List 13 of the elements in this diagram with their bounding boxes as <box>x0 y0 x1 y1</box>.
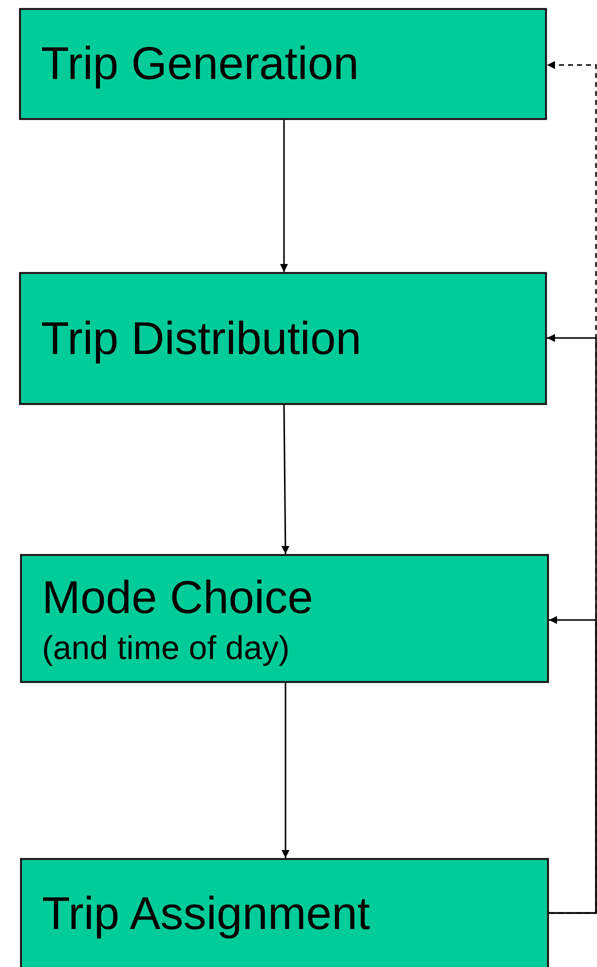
process-box <box>20 858 549 967</box>
step-subtitle: (and time of day) <box>42 628 291 668</box>
step-title: Trip Generation <box>41 36 360 92</box>
step-title: Trip Distribution <box>41 310 362 366</box>
arrow <box>281 405 290 554</box>
arrow <box>280 120 288 272</box>
arrow <box>282 683 290 858</box>
process-box <box>20 554 549 683</box>
process-box <box>19 272 547 405</box>
step-title: Mode Choice <box>42 570 314 626</box>
process-box <box>19 8 547 120</box>
step-title: Trip Assignment <box>42 886 372 942</box>
arrow <box>549 616 597 914</box>
